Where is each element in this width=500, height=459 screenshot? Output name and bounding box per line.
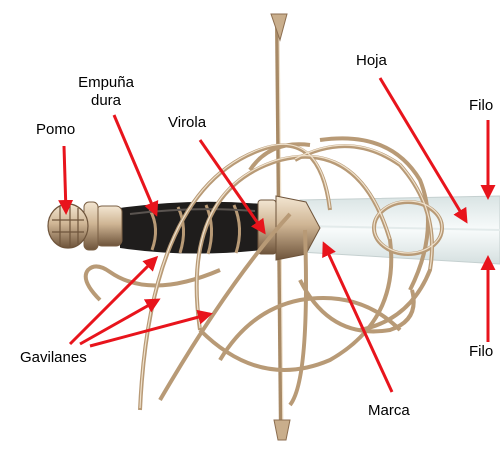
label-filo-bottom: Filo <box>469 343 494 360</box>
arrow-empunadura <box>112 114 159 217</box>
arrow-hoja <box>378 77 468 224</box>
label-marca: Marca <box>368 402 410 419</box>
label-filo-top: Filo <box>469 97 494 114</box>
arrow-pomo <box>58 145 74 215</box>
arrow-gavilanes-3 <box>89 309 213 348</box>
label-virola: Virola <box>168 114 207 131</box>
ferrule <box>257 195 321 261</box>
arrow-gavilanes-1 <box>68 255 159 346</box>
label-empunadura-line2: dura <box>90 92 122 109</box>
label-hoja: Hoja <box>356 52 387 69</box>
annotation-arrows <box>58 77 496 393</box>
arrow-virola <box>198 139 266 235</box>
arrow-marca <box>322 241 394 393</box>
label-pomo: Pomo <box>36 121 76 138</box>
label-gavilanes: Gavilanes <box>20 349 87 366</box>
arrow-gavilanes-2 <box>79 298 161 346</box>
pommel <box>47 201 123 251</box>
label-empunadura: Empuña dura <box>64 74 148 110</box>
label-empunadura-line1: Empuña <box>78 74 134 91</box>
